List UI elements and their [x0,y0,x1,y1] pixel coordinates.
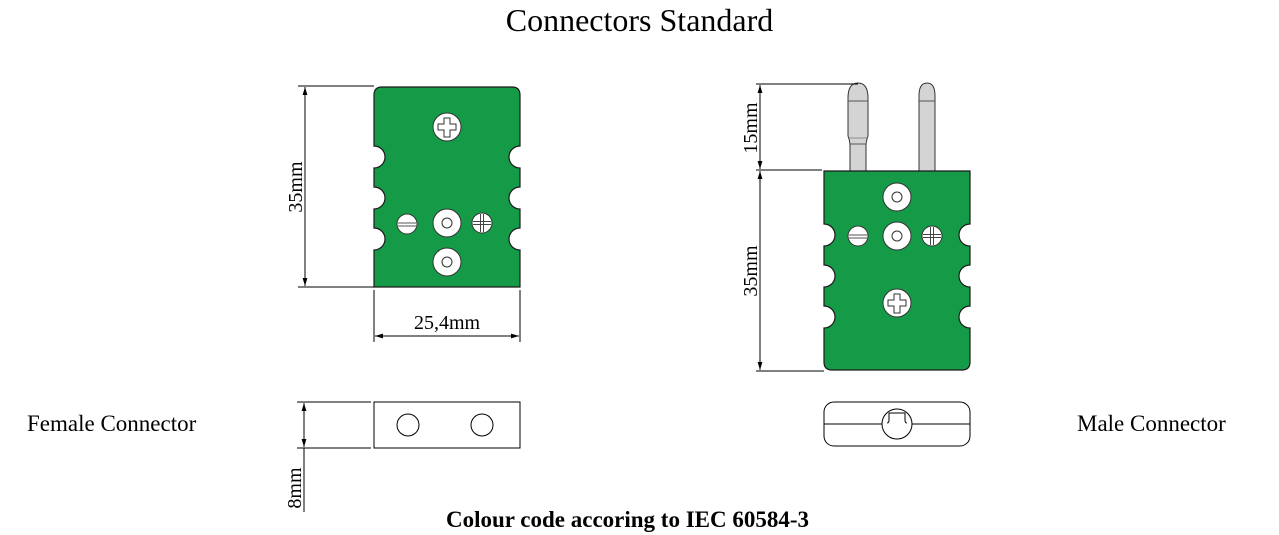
female-depth-dimension: 8mm [284,401,371,512]
female-connector-label: Female Connector [27,411,197,436]
slotted-screw-icon [396,213,418,235]
male-height-dimension: 35mm [740,171,824,372]
female-body [373,86,521,288]
male-pin-length-dimension: 15mm [740,83,858,171]
male-connector-label: Male Connector [1077,411,1226,436]
small-phillips-screw-icon [921,225,943,247]
female-connector-side [373,401,521,449]
socket-icon [432,208,462,238]
socket-icon [432,247,462,277]
phillips-screw-icon [432,112,462,142]
socket-icon [882,221,912,251]
female-width-label: 25,4mm [414,312,481,334]
female-height-label: 35mm [285,161,307,213]
diagram-title: Connectors Standard [505,2,774,38]
male-connector-side [823,401,971,447]
female-height-dimension: 35mm [285,85,374,288]
female-depth-label: 8mm [284,467,306,509]
socket-icon [882,182,912,212]
small-pin [918,82,936,172]
female-width-dimension: 25,4mm [373,290,521,342]
phillips-screw-icon [882,288,912,318]
female-connector-front [373,86,521,288]
male-body [823,170,971,371]
male-pin-length-label: 15mm [740,102,762,154]
large-pin [847,82,869,172]
male-height-label: 35mm [740,245,762,297]
colour-code-caption: Colour code accoring to IEC 60584-3 [445,507,810,532]
small-phillips-screw-icon [471,212,493,234]
male-connector-front [823,82,971,371]
slotted-screw-icon [847,225,869,247]
